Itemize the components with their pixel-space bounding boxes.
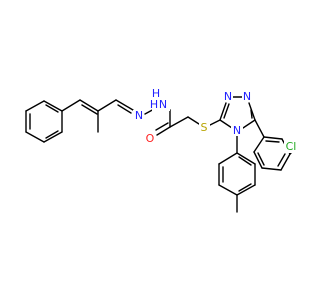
atom-cl-chloro: Cl xyxy=(286,140,297,153)
bond xyxy=(257,152,265,166)
bond xyxy=(242,119,256,129)
bond xyxy=(223,103,230,119)
atom-n4-triazole: N xyxy=(233,124,241,137)
bond xyxy=(115,99,134,111)
bond xyxy=(280,153,291,171)
bond xyxy=(155,122,169,131)
atom-h-hydrazide: H xyxy=(152,87,160,100)
bond xyxy=(254,119,265,138)
molecule-canvas: N H N H O S N N N Cl xyxy=(25,87,300,213)
bond xyxy=(277,153,286,167)
bond xyxy=(236,152,256,165)
atom-n-hydrazone: N xyxy=(135,109,143,122)
bond xyxy=(156,126,171,136)
atom-label-layer: N H N H O S N N N Cl xyxy=(133,87,300,153)
bond xyxy=(169,116,189,128)
bond-layer xyxy=(25,96,293,213)
bond xyxy=(253,136,265,153)
bond xyxy=(81,104,98,115)
bond xyxy=(117,104,132,114)
bond xyxy=(238,183,252,192)
atom-o-carbonyl: O xyxy=(146,132,155,145)
bond xyxy=(261,167,282,171)
bond xyxy=(219,119,233,129)
atom-n1-triazole: N xyxy=(224,90,232,103)
bond xyxy=(248,102,256,121)
bond xyxy=(218,184,238,196)
bond xyxy=(45,104,59,113)
atom-n-hydrazide: N xyxy=(159,98,167,111)
atom-n2-triazole: N xyxy=(243,90,251,103)
bond xyxy=(45,130,59,139)
bond xyxy=(253,151,263,169)
bond xyxy=(263,136,283,140)
bond xyxy=(97,99,117,112)
bond xyxy=(219,102,227,121)
bond xyxy=(43,100,63,112)
bond xyxy=(236,184,256,196)
atom-s-thioether: S xyxy=(201,121,208,134)
bond xyxy=(209,119,221,126)
bond xyxy=(238,156,252,166)
bond xyxy=(250,109,253,119)
bond xyxy=(43,131,63,143)
bond xyxy=(25,100,45,112)
bond xyxy=(218,152,238,165)
bond xyxy=(79,99,99,112)
bond xyxy=(61,99,81,112)
molecule-structure: N H N H O S N N N Cl xyxy=(25,87,300,213)
atom-h-nh: H xyxy=(150,98,158,111)
bond xyxy=(25,131,45,143)
bond xyxy=(265,140,280,143)
bond xyxy=(187,116,200,125)
